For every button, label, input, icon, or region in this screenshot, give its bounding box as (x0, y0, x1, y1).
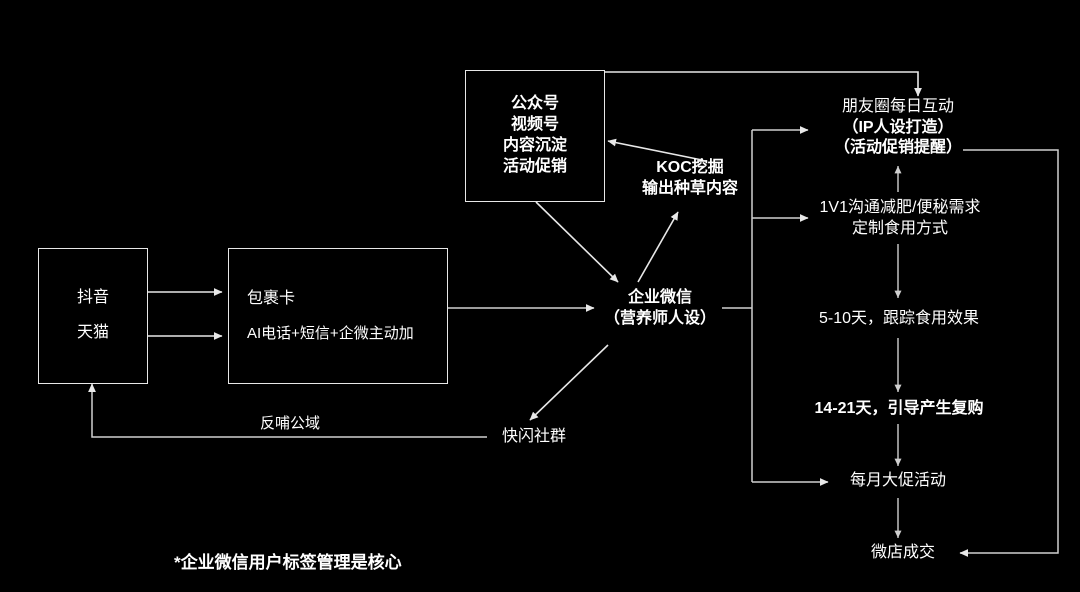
footnote: *企业微信用户标签管理是核心 (174, 548, 402, 573)
edge-wecom-to-koc (637, 211, 679, 283)
edge-label-feedback: 反哺公域 (200, 412, 380, 433)
node-content-box[interactable]: 公众号 视频号 内容沉淀 活动促销 (465, 70, 605, 202)
feedback-label-text: 反哺公域 (259, 415, 320, 432)
repurchase-label: 14-21天，引导产生复购 (814, 399, 984, 417)
source-line-douyin: 抖音 (76, 289, 109, 307)
node-one-on-one[interactable]: 1V1沟通减肥/便秘需求 定制食用方式 (800, 194, 1000, 244)
monthly-promo-label: 每月大促活动 (849, 471, 946, 489)
flash-group-label: 快闪社群 (501, 427, 566, 445)
content-line-promotion: 活动促销 (502, 157, 567, 175)
wecom-line-name: 企业微信 (627, 289, 692, 307)
edge-wecom-to-flashgroup (529, 344, 609, 421)
content-line-video-account: 视频号 (510, 116, 559, 134)
footnote-text: *企业微信用户标签管理是核心 (174, 553, 402, 572)
wecom-line-persona: （营养师人设） (603, 310, 716, 327)
package-line-channels: AI电话+短信+企微主动加 (247, 324, 414, 342)
content-line-accumulation: 内容沉淀 (502, 137, 567, 154)
moments-line-daily: 朋友圈每日互动 (841, 97, 954, 115)
node-followup[interactable]: 5-10天，跟踪食用效果 (798, 306, 1000, 332)
node-store-deal[interactable]: 微店成交 (854, 540, 952, 566)
node-flash-group[interactable]: 快闪社群 (488, 424, 580, 450)
content-line-official-account: 公众号 (510, 95, 559, 113)
moments-line-promo-reminder: （活动促销提醒） (833, 139, 962, 157)
node-package-box[interactable]: 包裹卡 AI电话+短信+企微主动加 (228, 248, 448, 384)
store-deal-label: 微店成交 (870, 543, 935, 561)
edge-content-to-wecom (535, 201, 619, 283)
node-wecom[interactable]: 企业微信 （营养师人设） (598, 283, 722, 335)
one-on-one-line-custom: 定制食用方式 (851, 220, 948, 237)
koc-line-mining: KOC挖掘 (656, 159, 724, 177)
node-repurchase[interactable]: 14-21天，引导产生复购 (792, 396, 1006, 422)
one-on-one-line-needs: 1V1沟通减肥/便秘需求 (819, 199, 981, 217)
node-source-box[interactable]: 抖音 天猫 (38, 248, 148, 384)
moments-line-ip-persona: （IP人设打造） (842, 118, 954, 136)
koc-line-content: 输出种草内容 (641, 180, 738, 197)
node-monthly-promo[interactable]: 每月大促活动 (832, 468, 964, 494)
node-koc[interactable]: KOC挖掘 输出种草内容 (620, 155, 760, 203)
source-line-tmall: 天猫 (76, 324, 109, 341)
node-moments[interactable]: 朋友圈每日互动 （IP人设打造） （活动促销提醒） (808, 92, 988, 164)
followup-label: 5-10天，跟踪食用效果 (818, 309, 980, 327)
package-line-card: 包裹卡 (247, 289, 296, 307)
